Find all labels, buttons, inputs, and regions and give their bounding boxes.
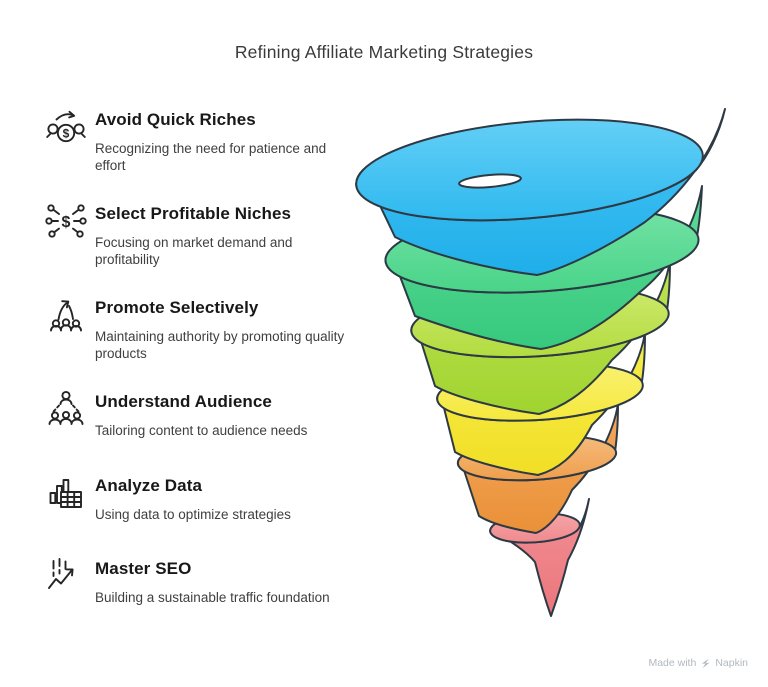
list-item: $ Avoid Quick Riches Recognizing the nee… [44,109,374,174]
item-title: Master SEO [95,559,192,578]
napkin-logo-icon [702,658,710,668]
item-title: Analyze Data [95,476,203,495]
svg-text:$: $ [62,214,71,231]
item-description: Tailoring content to audience needs [95,423,308,439]
svg-text:$: $ [63,127,70,141]
made-with-badge: Made with Napkin [648,657,748,669]
seo-trend-icon [44,555,88,599]
item-title: Select Profitable Niches [95,204,292,223]
item-title: Avoid Quick Riches [95,110,256,129]
list-item: Understand Audience Tailoring content to… [44,388,374,440]
item-description: Focusing on market demand and profitabil… [95,235,293,267]
item-description: Maintaining authority by promoting quali… [95,329,345,361]
funnel-hole [458,173,522,189]
audience-icon [44,388,88,432]
list-item: Master SEO Building a sustainable traffi… [44,558,374,607]
spiral-funnel-graphic [355,95,755,635]
item-title: Understand Audience [95,392,272,411]
item-description: Building a sustainable traffic foundatio… [95,590,330,606]
data-chart-icon [44,472,88,516]
promote-growth-icon [44,294,88,338]
page-title: Refining Affiliate Marketing Strategies [234,42,534,62]
made-with-text: Made with [648,657,697,669]
funnel-stage-1 [355,108,726,276]
item-description: Using data to optimize strategies [95,507,291,523]
list-item: Analyze Data Using data to optimize stra… [44,475,374,524]
list-item: Promote Selectively Maintaining authorit… [44,297,374,362]
brand-text: Napkin [715,657,748,669]
money-cycle-icon: $ [44,106,88,150]
niche-network-icon: $ [44,200,88,244]
list-item: $ Select Profitable Niches Focusing on m… [44,203,374,268]
item-description: Recognizing the need for patience and ef… [95,141,327,173]
item-title: Promote Selectively [95,298,259,317]
